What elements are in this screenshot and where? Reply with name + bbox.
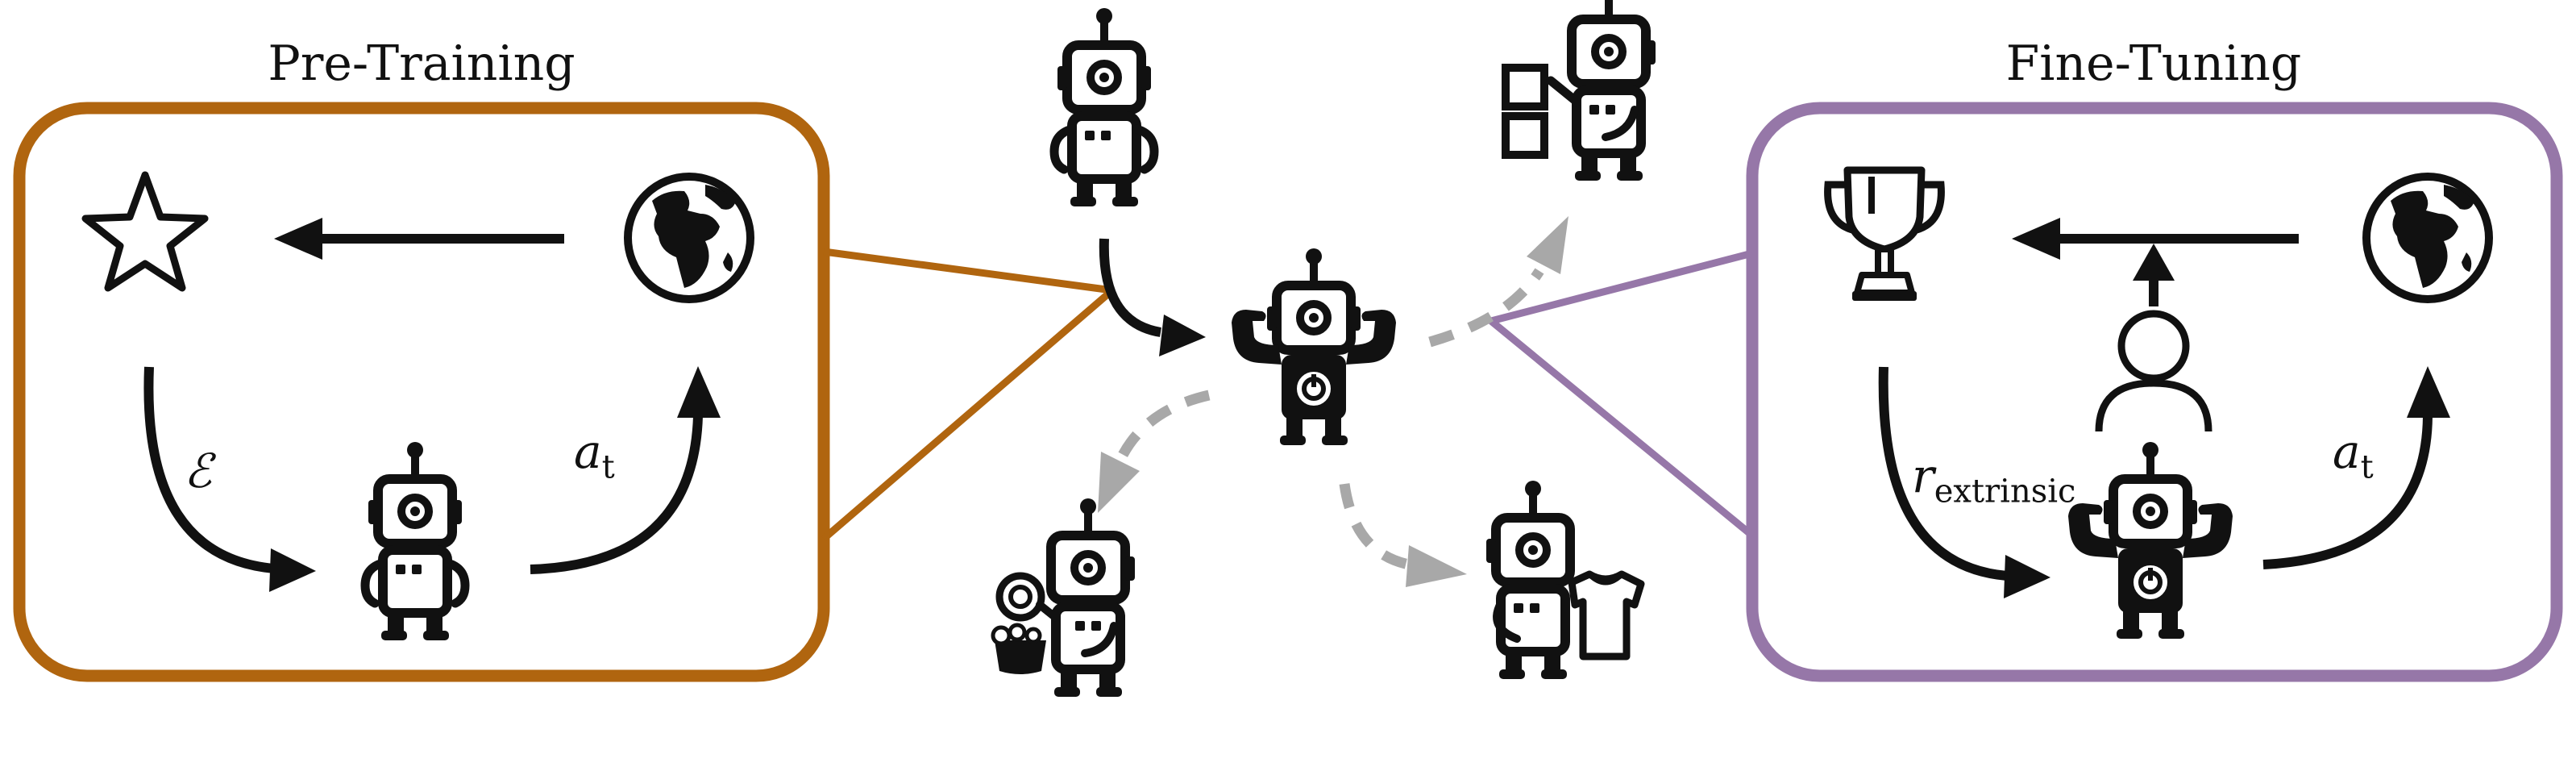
arrow-globe-to-star: [274, 218, 564, 260]
pretraining-connector-top: [823, 248, 1113, 294]
finetuning-connector-bottom: [1489, 318, 1755, 539]
trophy-icon: [1828, 170, 1942, 301]
arrow-star-to-robot: [143, 366, 316, 592]
robot-icon: [1054, 8, 1154, 206]
robot-icon: [365, 442, 465, 640]
arrow-trophy-to-robot: [1878, 366, 2050, 598]
dashed-arrow-to-blocks: [1428, 216, 1568, 348]
arrow-robot-to-strong-robot: [1099, 238, 1206, 356]
finetuning-action-label: at: [2333, 424, 2374, 486]
action-symbol: a: [2333, 424, 2361, 479]
action-subscript: t: [2360, 448, 2374, 486]
pretraining-title: Pre-Training: [268, 35, 575, 92]
person-icon: [2099, 314, 2208, 431]
reward-label: rextrinsic: [1912, 448, 2075, 511]
robot-folding-shirt-icon: [1486, 481, 1641, 679]
pretraining-box: [13, 102, 830, 682]
finetuning-title: Fine-Tuning: [2005, 35, 2302, 92]
intrinsic-label: ℰ: [184, 444, 213, 498]
finetuning-box: [1746, 102, 2563, 682]
dashed-arrow-to-shirt: [1339, 483, 1467, 587]
strong-robot-icon: [2068, 442, 2233, 639]
action-symbol: a: [574, 424, 602, 479]
dashed-arrow-to-dishes: [1098, 390, 1211, 513]
arrow-person-to-line: [2133, 244, 2175, 306]
arrow-robot-to-globe: [2262, 366, 2450, 569]
pretraining-connector-bottom: [821, 287, 1115, 542]
arrow-globe-to-trophy: [2012, 218, 2299, 260]
robot-washing-dishes-icon: [993, 498, 1135, 697]
finetuning-connector-top: [1490, 249, 1754, 325]
arrow-robot-to-globe: [530, 366, 721, 574]
robot-stacking-blocks-icon: [1506, 0, 1656, 181]
pretraining-action-label: at: [574, 424, 615, 486]
globe-icon: [2366, 177, 2489, 299]
reward-subscript: extrinsic: [1934, 473, 2076, 511]
globe-icon: [628, 177, 750, 299]
reward-symbol: r: [1912, 448, 1934, 503]
strong-robot-icon: [1232, 248, 1396, 445]
action-subscript: t: [601, 448, 615, 486]
star-icon: [85, 175, 205, 288]
